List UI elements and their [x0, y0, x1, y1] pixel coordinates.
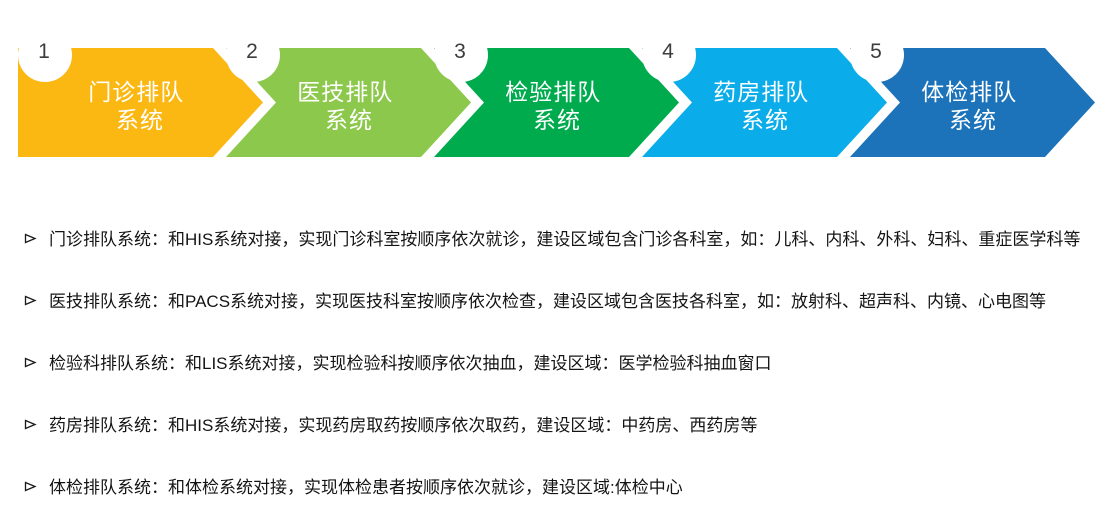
step-number-2: 2: [246, 40, 258, 63]
step-number-circle-3: [434, 28, 488, 82]
chevron-shape-3: [434, 48, 679, 157]
step-number-5: 5: [870, 40, 882, 63]
process-step-2: 2 医技排队 系统: [226, 28, 471, 157]
step-label-3-line2: 系统: [533, 107, 581, 133]
step-label-1: 门诊排队 系统: [88, 79, 191, 133]
step-label-4-line1: 药房排队: [713, 79, 809, 105]
process-banner: 1 门诊排队 系统 2 医技排队 系统 3 检验排队 系统: [18, 28, 1095, 157]
step-label-2-line2: 系统: [325, 107, 373, 133]
step-label-1-line2: 系统: [116, 107, 164, 133]
bullet-text-5: 体检排队系统：和体检系统对接，实现体检患者按顺序依次就诊，建设区域:体检中心: [49, 478, 683, 497]
step-label-5-line1: 体检排队: [921, 79, 1017, 105]
list-item-3: 检验科排队系统：和LIS系统对接，实现检验科按顺序依次抽血，建设区域：医学检验科…: [24, 353, 1097, 415]
bullet-text-1: 门诊排队系统：和HIS系统对接，实现门诊科室按顺序依次就诊，建设区域包含门诊各科…: [49, 230, 1081, 249]
process-step-3: 3 检验排队 系统: [434, 28, 679, 157]
step-label-2: 医技排队 系统: [297, 79, 400, 133]
arrow-bullet-icon: [24, 481, 37, 492]
step-number-circle-4: [642, 28, 696, 82]
bullet-list: 门诊排队系统：和HIS系统对接，实现门诊科室按顺序依次就诊，建设区域包含门诊各科…: [24, 229, 1097, 518]
step-label-1-line1: 门诊排队: [88, 79, 184, 105]
list-item-4: 药房排队系统：和HIS系统对接，实现药房取药按顺序依次取药，建设区域：中药房、西…: [24, 415, 1097, 477]
step-number-1: 1: [38, 40, 50, 63]
step-number-3: 3: [454, 40, 466, 63]
process-step-4: 4 药房排队 系统: [642, 28, 887, 157]
bullet-text-3: 检验科排队系统：和LIS系统对接，实现检验科按顺序依次抽血，建设区域：医学检验科…: [49, 354, 772, 373]
step-label-4: 药房排队 系统: [713, 79, 816, 133]
step-label-5: 体检排队 系统: [921, 79, 1024, 133]
arrow-bullet-icon: [24, 233, 37, 244]
list-item-1: 门诊排队系统：和HIS系统对接，实现门诊科室按顺序依次就诊，建设区域包含门诊各科…: [24, 229, 1097, 291]
process-step-1: 1 门诊排队 系统: [18, 28, 263, 157]
chevron-shape-4: [642, 48, 887, 157]
step-number-circle-1: [18, 28, 72, 82]
chevron-shape-5: [850, 48, 1095, 157]
chevron-shape-2: [226, 48, 471, 157]
arrow-bullet-icon: [24, 357, 37, 368]
step-number-circle-2: [226, 28, 280, 82]
list-item-2: 医技排队系统：和PACS系统对接，实现医技科室按顺序依次检查，建设区域包含医技各…: [24, 291, 1097, 353]
step-label-3-line1: 检验排队: [505, 79, 601, 105]
step-label-4-line2: 系统: [741, 107, 789, 133]
step-label-2-line1: 医技排队: [297, 79, 393, 105]
process-step-5: 5 体检排队 系统: [850, 28, 1095, 157]
bullet-text-4: 药房排队系统：和HIS系统对接，实现药房取药按顺序依次取药，建设区域：中药房、西…: [49, 416, 758, 435]
step-number-4: 4: [662, 40, 674, 63]
step-number-circle-5: [850, 28, 904, 82]
arrow-bullet-icon: [24, 295, 37, 306]
step-label-5-line2: 系统: [949, 107, 997, 133]
step-label-3: 检验排队 系统: [505, 79, 608, 133]
arrow-bullet-icon: [24, 419, 37, 430]
list-item-5: 体检排队系统：和体检系统对接，实现体检患者按顺序依次就诊，建设区域:体检中心: [24, 477, 1097, 518]
bullet-text-2: 医技排队系统：和PACS系统对接，实现医技科室按顺序依次检查，建设区域包含医技各…: [49, 292, 1047, 311]
chevron-shape-1: [18, 48, 263, 157]
